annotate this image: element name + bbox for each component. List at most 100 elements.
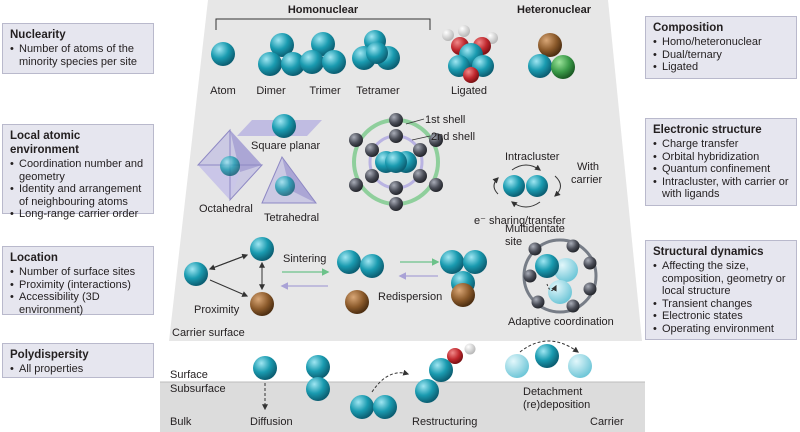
location-item: Proximity (interactions)	[10, 279, 147, 292]
carrier-label: Carrier	[590, 416, 624, 428]
octahedral-shape	[196, 128, 264, 202]
octahedral-label: Octahedral	[199, 203, 253, 215]
location-title: Location	[10, 252, 58, 264]
multidentate-label-1: Multidentate	[505, 223, 565, 235]
dimer-cluster	[258, 33, 305, 76]
e-sharing-label: e⁻ sharing/transfer	[474, 215, 566, 227]
first-shell-pointer	[405, 118, 425, 125]
tetramer-cluster	[352, 30, 400, 70]
polydispersity-list: All properties	[10, 363, 147, 376]
proximity-atoms	[184, 237, 274, 316]
location-box: Location Number of surface sites Proximi…	[2, 246, 154, 316]
composition-item: Homo/heteronuclear	[653, 36, 790, 49]
detachment-label: Detachment	[523, 386, 582, 398]
composition-title: Composition	[653, 22, 724, 34]
heteronuclear-cluster	[528, 33, 575, 79]
detachment-arrow	[519, 340, 579, 353]
homonuclear-bracket	[215, 18, 431, 30]
tetrahedral-shape	[261, 156, 317, 204]
composition-box: Composition Homo/heteronuclear Dual/tern…	[645, 16, 797, 79]
structural-dynamics-title: Structural dynamics	[653, 246, 764, 258]
square-planar-label: Square planar	[251, 140, 320, 152]
trimer-cluster	[300, 32, 346, 74]
detachment-atoms	[505, 344, 592, 378]
atom-cluster	[211, 42, 235, 66]
bulk-label: Bulk	[170, 416, 192, 428]
intracluster-arrow	[511, 164, 541, 171]
local-environment-box: Local atomic environment Coordination nu…	[2, 124, 154, 221]
restructuring-pair	[350, 395, 397, 419]
redeposition-label: (re)deposition	[523, 399, 590, 411]
subsurface-label: Subsurface	[170, 383, 226, 395]
location-item: Number of surface sites	[10, 266, 147, 279]
atom-label: Atom	[210, 85, 236, 97]
electronic-structure-title: Electronic structure	[653, 124, 762, 136]
polydispersity-box: Polydispersity All properties	[2, 343, 154, 378]
proximity-arrow-1b	[208, 254, 248, 271]
adaptive-coordination-label: Adaptive coordination	[508, 316, 614, 328]
restructuring-label: Restructuring	[412, 416, 477, 428]
composition-list: Homo/heteronuclear Dual/ternary Ligated	[653, 36, 790, 74]
structural-dynamics-item: Electronic states	[653, 310, 790, 323]
first-shell-label: 1st shell	[425, 114, 465, 126]
nuclearity-box: Nuclearity Number of atoms of the minori…	[2, 23, 154, 74]
square-planar-atom	[272, 114, 296, 138]
nuclearity-title: Nuclearity	[10, 29, 66, 41]
sharing-arrow	[511, 201, 541, 208]
local-environment-title: Local atomic environment	[10, 130, 81, 156]
structural-dynamics-box: Structural dynamics Affecting the size, …	[645, 240, 797, 340]
diffusing-atom	[253, 356, 277, 380]
redispersed-cluster	[440, 250, 487, 307]
trimer-label: Trimer	[309, 85, 341, 97]
local-environment-item: Identity and arrangement of neighbouring…	[10, 183, 147, 208]
ligand-arrow	[492, 177, 499, 195]
electronic-structure-item: Quantum confinement	[653, 163, 790, 176]
surface-label: Surface	[170, 369, 208, 381]
electronic-structure-item: Orbital hybridization	[653, 151, 790, 164]
restructuring-arrow	[371, 369, 410, 393]
intracluster-label: Intracluster	[505, 151, 560, 163]
with-carrier-label-1: With	[577, 161, 599, 173]
multidentate-site	[522, 238, 598, 314]
multidentate-label-2: site	[505, 236, 522, 248]
composition-item: Ligated	[653, 61, 790, 74]
local-environment-item: Long-range carrier order	[10, 208, 147, 221]
carrier-arrow	[554, 175, 561, 197]
structural-dynamics-item: Affecting the size, composition, geometr…	[653, 260, 790, 298]
polydispersity-title: Polydispersity	[10, 349, 89, 361]
sintering-label: Sintering	[283, 253, 326, 265]
dimer-label: Dimer	[256, 85, 286, 97]
local-environment-item: Coordination number and geometry	[10, 158, 147, 183]
proximity-arrow-2	[209, 279, 249, 297]
sintered-cluster	[337, 250, 384, 314]
subsurface-dimer	[306, 355, 330, 401]
electronic-structure-item: Intracluster, with carrier or with ligan…	[653, 176, 790, 201]
redispersion-label: Redispersion	[378, 291, 442, 303]
adaptive-arrow	[546, 283, 557, 292]
location-list: Number of surface sites Proximity (inter…	[10, 266, 147, 316]
heteronuclear-label: Heteronuclear	[517, 4, 592, 16]
second-shell-label: 2nd shell	[431, 131, 475, 143]
structural-dynamics-item: Operating environment	[653, 323, 790, 336]
bulk-strip	[160, 382, 645, 432]
homonuclear-label: Homonuclear	[288, 4, 359, 16]
tetrahedral-label: Tetrahedral	[264, 212, 319, 224]
ligated-label: Ligated	[451, 85, 487, 97]
restructured-cluster	[415, 343, 476, 403]
structural-dynamics-item: Transient changes	[653, 298, 790, 311]
diffusion-label: Diffusion	[250, 416, 293, 428]
electronic-structure-list: Charge transfer Orbital hybridization Qu…	[653, 138, 790, 201]
location-item: Accessibility (3D environment)	[10, 291, 147, 316]
interacting-dimer	[503, 175, 548, 197]
tetramer-label: Tetramer	[356, 85, 400, 97]
with-carrier-label-2: carrier	[571, 174, 603, 186]
nuclearity-item: Number of atoms of the minority species …	[10, 43, 147, 68]
second-shell-pointer	[411, 135, 431, 141]
polydispersity-item: All properties	[10, 363, 147, 376]
structural-dynamics-list: Affecting the size, composition, geometr…	[653, 260, 790, 336]
local-environment-list: Coordination number and geometry Identit…	[10, 158, 147, 221]
proximity-label: Proximity	[194, 304, 240, 316]
nuclearity-list: Number of atoms of the minority species …	[10, 43, 147, 68]
